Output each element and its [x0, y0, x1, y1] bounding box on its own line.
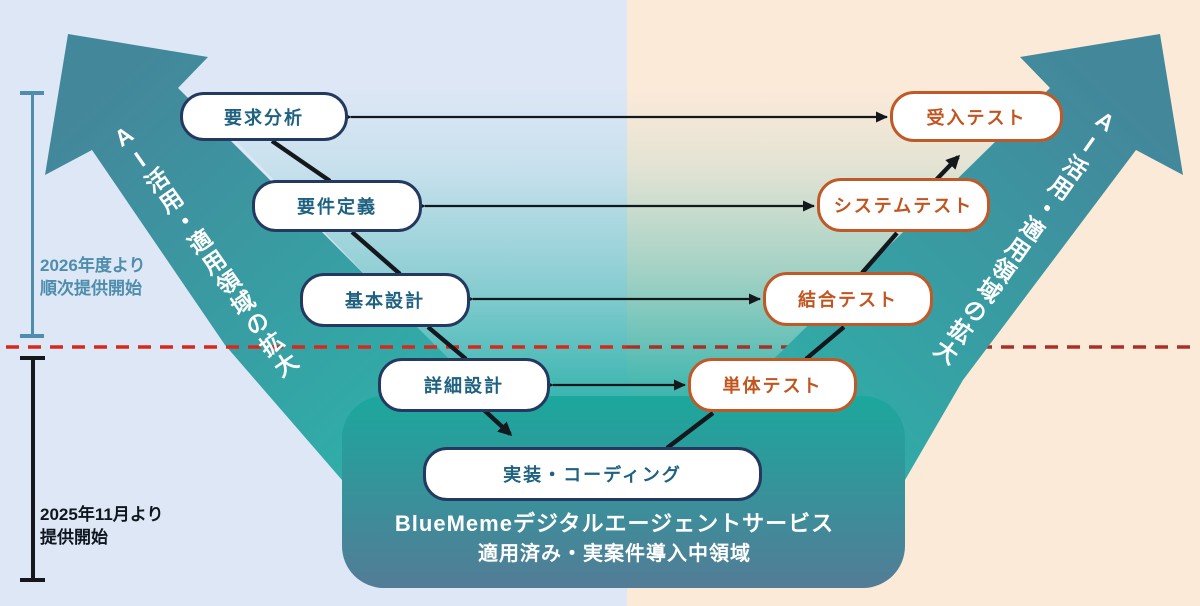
timeline-2026-label: 2026年度より 順次提供開始 [40, 254, 145, 300]
service-area-label: BlueMemeデジタルエージェントサービス 適用済み・実案件導入中領域 [342, 509, 887, 569]
chain-req-definition-to-basic-design [350, 230, 402, 276]
node-system-test: システムテスト [817, 178, 990, 232]
chain-system-test-to-acceptance-test [934, 154, 961, 182]
connector-lines [270, 111, 961, 450]
chain-detail-design-to-implementation [482, 408, 513, 437]
node-basic-design: 基本設計 [300, 273, 470, 327]
bracket-2025-bottom-cap [20, 578, 45, 582]
chain-basic-design-to-detail-design [426, 325, 468, 361]
node-implementation-coding: 実装・コーディング [423, 447, 762, 501]
bracket-2026-stem [30, 91, 34, 337]
bracket-2026-bottom-cap [20, 334, 44, 338]
node-requirements-analysis: 要求分析 [180, 92, 348, 141]
chain-req-analysis-to-req-definition [270, 139, 332, 183]
timeline-2025-line1: 2025年11月より [40, 505, 164, 524]
chain-implementation-to-unit-test [665, 411, 715, 450]
node-detail-design: 詳細設計 [378, 358, 550, 412]
timeline-2026-line1: 2026年度より [40, 256, 146, 275]
center-v-gradient-area [185, 88, 1052, 404]
chain-unit-test-to-integration-test [804, 325, 846, 361]
chain-integration-test-to-system-test [860, 231, 899, 275]
node-unit-test: 単体テスト [688, 358, 857, 412]
bracket-2025-stem [31, 356, 35, 582]
timeline-2025-line2: 提供開始 [40, 528, 108, 547]
timeline-2025-label: 2025年11月より 提供開始 [40, 503, 163, 549]
timeline-2026-line2: 順次提供開始 [40, 279, 142, 298]
node-acceptance-test: 受入テスト [890, 91, 1063, 142]
service-area-line1: BlueMemeデジタルエージェントサービス [394, 511, 835, 536]
service-area-line2: 適用済み・実案件導入中領域 [478, 543, 751, 565]
node-requirements-definition: 要件定義 [252, 180, 422, 232]
node-integration-test: 結合テスト [763, 272, 933, 326]
